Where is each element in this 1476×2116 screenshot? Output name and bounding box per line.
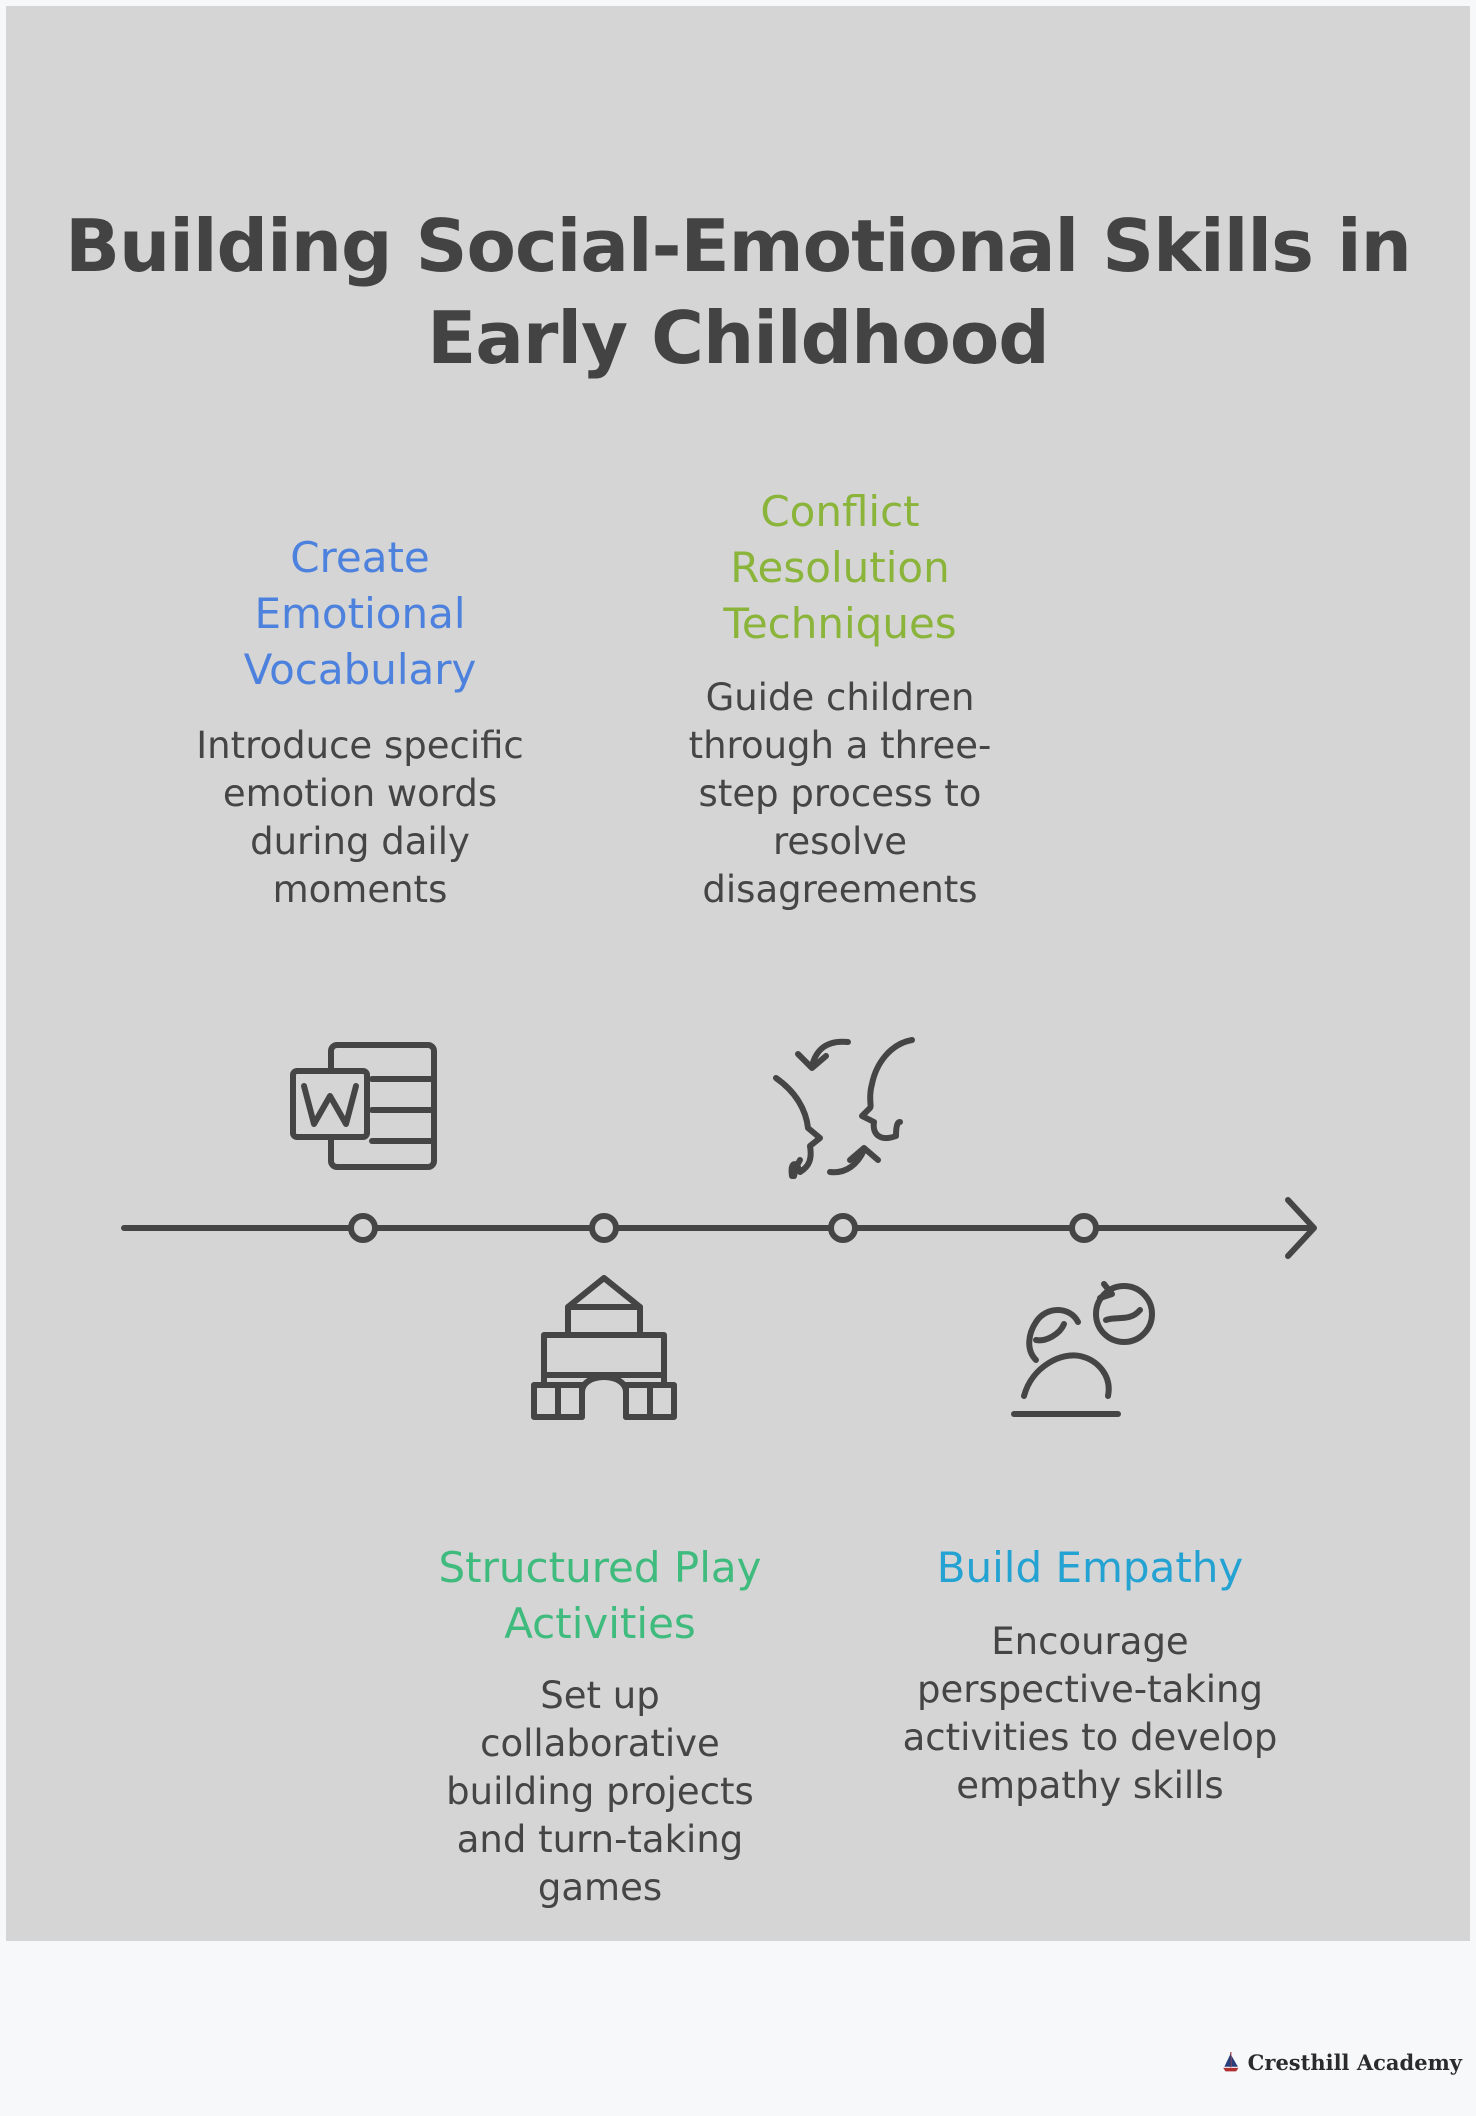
timeline-marker-3	[828, 1213, 858, 1243]
timeline-marker-2	[589, 1213, 619, 1243]
person-thinking-icon	[1011, 1281, 1155, 1417]
two-faces-exchange-icon	[773, 1037, 915, 1179]
step-description: Encourage perspective-taking activities …	[902, 1620, 1278, 1807]
timeline-marker-4	[1069, 1213, 1099, 1243]
step-heading: Structured Play Activities	[438, 1543, 762, 1648]
step-heading: Build Empathy	[936, 1543, 1244, 1592]
word-document-icon	[290, 1042, 437, 1170]
timeline-diagram	[121, 1037, 1317, 1420]
timeline-marker-1	[348, 1213, 378, 1243]
footer-brand-name: Cresthill Academy	[1247, 2049, 1462, 2075]
sailboat-logo-icon	[1223, 2051, 1239, 2072]
step-description: Guide children through a three-step proc…	[688, 676, 992, 911]
step-description: Introduce specific emotion words during …	[196, 724, 524, 911]
timeline-arrowhead	[1285, 1197, 1317, 1259]
step-description: Set up collaborative building projects a…	[446, 1674, 754, 1909]
step-heading: Create Emotional Vocabulary	[243, 533, 477, 694]
footer-brand: Cresthill Academy	[1222, 2042, 1462, 2082]
step-heading: Conflict Resolution Techniques	[723, 487, 957, 648]
building-blocks-icon	[531, 1275, 677, 1420]
page-title: Building Social-Emotional Skills in Earl…	[65, 204, 1412, 380]
infographic-panel	[6, 6, 1470, 1941]
